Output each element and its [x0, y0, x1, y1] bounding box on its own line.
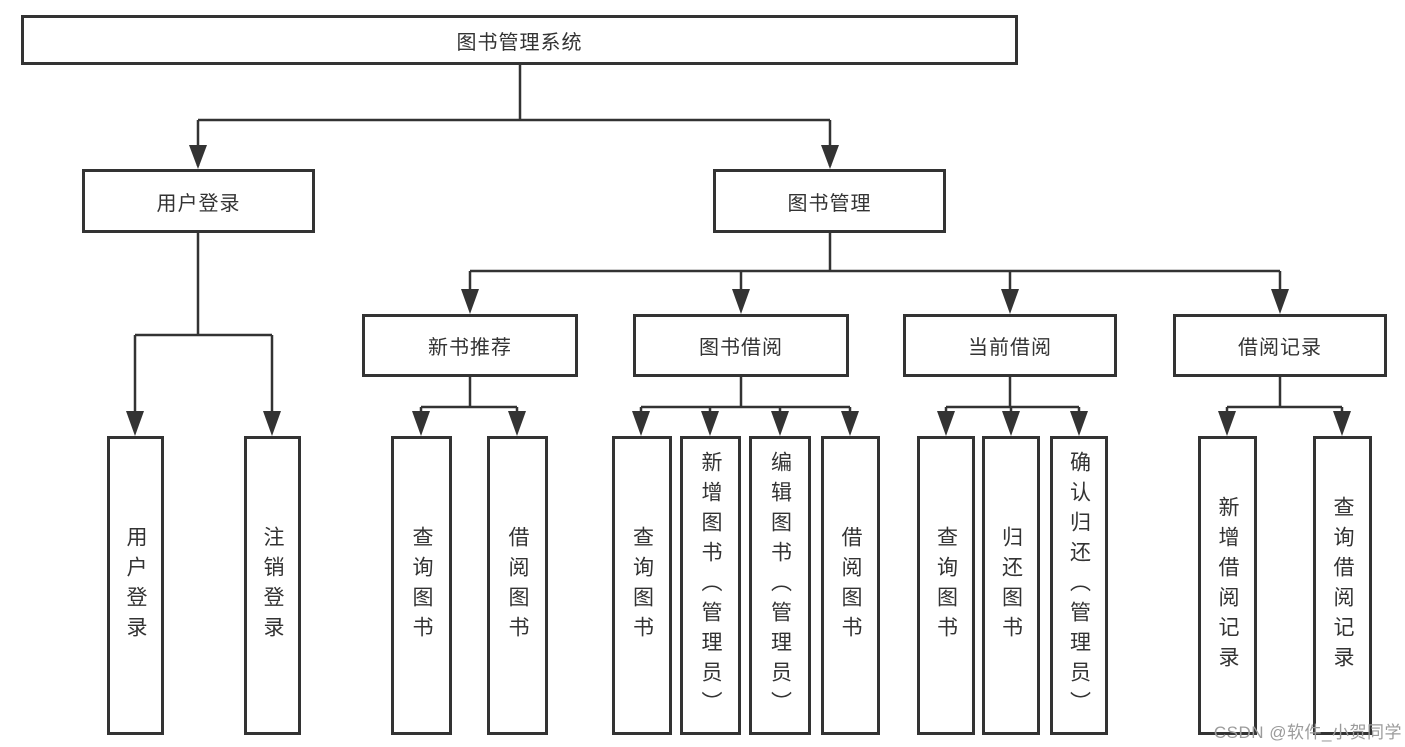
- node-root-system: 图书管理系统: [21, 15, 1018, 65]
- node-label: 当前借阅: [968, 337, 1052, 359]
- leaf-label: 借阅图书: [506, 525, 529, 646]
- leaf-label: 查询图书: [410, 525, 433, 646]
- leaf-confirm-return-admin: 确认归还（管理员）: [1050, 436, 1108, 735]
- leaf-query-borrow-record: 查询借阅记录: [1313, 436, 1372, 735]
- node-current-borrow: 当前借阅: [903, 314, 1117, 377]
- node-label: 图书借阅: [699, 337, 783, 359]
- leaf-return-books: 归还图书: [982, 436, 1040, 735]
- leaf-query-books-current: 查询图书: [917, 436, 975, 735]
- leaf-label: 新增借阅记录: [1216, 495, 1239, 676]
- leaf-logout: 注销登录: [244, 436, 301, 735]
- leaf-label: 用户登录: [124, 525, 147, 646]
- node-root-label: 图书管理系统: [456, 31, 583, 54]
- node-book-management-branch: 图书管理: [713, 169, 946, 233]
- node-label: 图书管理: [787, 192, 872, 215]
- leaf-add-books-admin: 新增图书（管理员）: [680, 436, 741, 735]
- leaf-query-books-borrow: 查询图书: [612, 436, 672, 735]
- leaf-query-books-newbooks: 查询图书: [391, 436, 452, 735]
- node-new-book-recommend: 新书推荐: [362, 314, 578, 377]
- leaf-borrow-books-newbooks: 借阅图书: [487, 436, 548, 735]
- node-label: 借阅记录: [1238, 337, 1322, 359]
- leaf-label: 注销登录: [261, 525, 284, 646]
- leaf-edit-books-admin: 编辑图书（管理员）: [749, 436, 811, 735]
- leaf-user-login: 用户登录: [107, 436, 164, 735]
- leaf-label: 编辑图书（管理员）: [768, 450, 792, 721]
- watermark: CSDN @软件_小贺同学: [1213, 723, 1402, 742]
- leaf-borrow-books-borrow: 借阅图书: [821, 436, 880, 735]
- leaf-label: 归还图书: [999, 525, 1023, 646]
- leaf-label: 新增图书（管理员）: [699, 450, 722, 721]
- node-borrow-records: 借阅记录: [1173, 314, 1387, 377]
- node-label: 新书推荐: [428, 337, 512, 359]
- leaf-label: 查询图书: [934, 525, 958, 646]
- leaf-label: 借阅图书: [839, 525, 862, 646]
- node-label: 用户登录: [156, 192, 241, 215]
- node-user-login-branch: 用户登录: [82, 169, 315, 233]
- leaf-add-borrow-record: 新增借阅记录: [1198, 436, 1257, 735]
- node-book-borrow: 图书借阅: [633, 314, 849, 377]
- leaf-label: 查询借阅记录: [1331, 495, 1354, 676]
- leaf-label: 查询图书: [630, 525, 654, 646]
- leaf-label: 确认归还（管理员）: [1067, 450, 1091, 721]
